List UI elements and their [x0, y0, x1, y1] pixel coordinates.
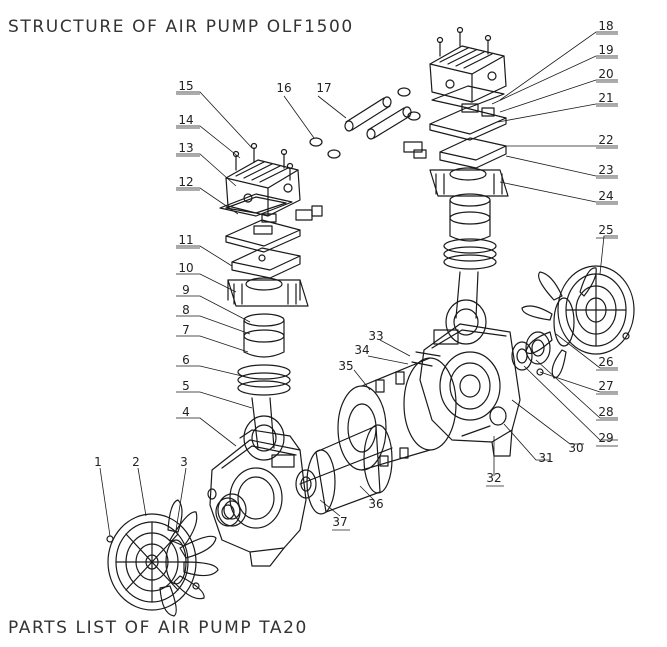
part-label-36: 36: [368, 497, 383, 511]
part-label-31: 31: [538, 451, 553, 465]
rotor-bearing: [295, 469, 317, 499]
left-fan-blades: [159, 499, 219, 617]
part-label-8: 8: [182, 303, 190, 317]
left-cylinder-head: [225, 159, 301, 217]
part-label-19: 19: [598, 43, 613, 57]
motor-stator: [337, 357, 457, 471]
diagram-title: STRUCTURE OF AIR PUMP OLF1500: [8, 17, 354, 37]
left-cylinder-top: [231, 247, 301, 279]
part-label-37: 37: [332, 515, 347, 529]
part-label-32: 32: [486, 471, 501, 485]
parts-list-title: PARTS LIST OF AIR PUMP TA20: [8, 618, 308, 638]
part-label-34: 34: [354, 343, 369, 357]
part-label-3: 3: [180, 455, 188, 469]
part-label-10: 10: [178, 261, 193, 275]
left-head-bolts: [232, 142, 294, 181]
right-cylinder-top: [439, 137, 507, 169]
part-label-28: 28: [598, 405, 613, 419]
label-underlines: [176, 33, 618, 531]
right-piston: [449, 193, 491, 242]
left-cylinder: [227, 277, 309, 307]
part-label-29: 29: [598, 431, 613, 445]
part-label-1: 1: [94, 455, 102, 469]
part-label-11: 11: [178, 233, 193, 247]
right-fan-screw: [622, 332, 630, 340]
part-label-14: 14: [178, 113, 193, 127]
part-label-21: 21: [598, 91, 613, 105]
right-head-bolts: [436, 26, 492, 57]
left-fan-guard: [107, 513, 197, 611]
part-label-6: 6: [182, 353, 190, 367]
right-cylinder-head: [429, 45, 507, 103]
right-small-parts: [403, 141, 427, 159]
part-label-17: 17: [316, 81, 331, 95]
part-label-5: 5: [182, 379, 190, 393]
right-connecting-rod: [445, 271, 487, 345]
right-gasket: [431, 85, 505, 109]
part-label-18: 18: [598, 19, 613, 33]
part-label-16: 16: [276, 81, 291, 95]
right-piston-rings: [443, 238, 497, 270]
part-label-15: 15: [178, 79, 193, 93]
part-label-23: 23: [598, 163, 613, 177]
right-bearings: [511, 331, 551, 376]
left-reed-valves: [261, 205, 323, 223]
part-label-2: 2: [132, 455, 140, 469]
left-crankcase: [207, 429, 307, 567]
part-label-27: 27: [598, 379, 613, 393]
part-label-4: 4: [182, 405, 190, 419]
left-connecting-rod: [243, 397, 285, 461]
o-rings: [309, 87, 421, 159]
left-fan-nut: [192, 582, 200, 590]
part-label-22: 22: [598, 133, 613, 147]
part-label-33: 33: [368, 329, 383, 343]
part-label-30: 30: [568, 441, 583, 455]
part-label-7: 7: [182, 323, 190, 337]
leader-lines: [99, 31, 618, 537]
part-label-20: 20: [598, 67, 613, 81]
part-label-26: 26: [598, 355, 613, 369]
transfer-tubes: [344, 96, 412, 140]
left-fan-screw: [106, 535, 114, 543]
part-label-12: 12: [178, 175, 193, 189]
left-bearing: [215, 497, 241, 527]
part-label-9: 9: [182, 283, 190, 297]
left-valve-plate: [225, 219, 301, 253]
part-label-25: 25: [598, 223, 613, 237]
part-label-35: 35: [338, 359, 353, 373]
right-fan-guard: [557, 265, 635, 355]
left-piston-rings: [237, 364, 291, 396]
right-valve-plate: [429, 107, 507, 141]
right-cylinder: [429, 167, 509, 197]
left-piston: [243, 313, 285, 358]
right-fan-blades: [521, 267, 597, 379]
right-crankcase: [419, 323, 521, 457]
crankcase-studs: [411, 351, 491, 437]
part-label-24: 24: [598, 189, 613, 203]
part-label-13: 13: [178, 141, 193, 155]
